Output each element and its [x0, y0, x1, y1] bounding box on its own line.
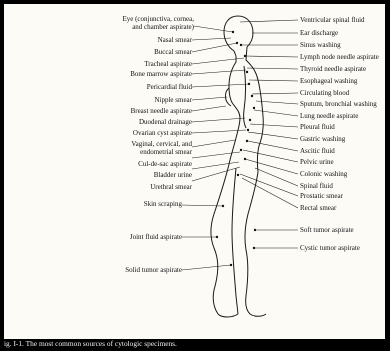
label-solid-tumor-aspirate: Solid tumor aspirate [125, 267, 182, 274]
label-breast-needle-aspirate: Breast needle aspirate [131, 108, 192, 115]
label-prostatic-smear: Prostatic smear [300, 193, 343, 200]
label-lung-needle-aspirate: Lung needle aspirate [300, 113, 358, 120]
label-esophageal-washing: Esophageal washing [300, 78, 357, 85]
label-nipple-smear: Nipple smear [154, 97, 192, 104]
label-spinal-fluid: Spinal fluid [300, 183, 333, 190]
label-ear-discharge: Ear discharge [300, 30, 338, 37]
label-duodenal-drainage: Duodenal drainage [139, 119, 192, 126]
label-nasal-smear: Nasal smear [158, 37, 192, 44]
label-urethral-smear: Urethral smear [150, 184, 192, 191]
label-sputum-bronchial-washing: Sputum, bronchial washing [300, 101, 377, 108]
label-pleural-fluid: Pleural fluid [300, 124, 335, 131]
right-leaders [240, 20, 298, 248]
label-gastric-washing: Gastric washing [300, 136, 345, 143]
label-colonic-washing: Colonic washing [300, 171, 347, 178]
figure-caption: ig. I-1. The most common sources of cyto… [4, 339, 177, 348]
label-soft-tumor-aspirate: Soft tumor aspirate [300, 227, 354, 234]
specimen-sites [216, 31, 256, 266]
label-cul-de-sac-aspirate: Cul-de-sac aspirate [138, 161, 192, 168]
label-sinus-washing: Sinus washing [300, 42, 341, 49]
label-vaginal-line1: Vaginal, cervical, and [131, 141, 192, 148]
label-buccal-smear: Buccal smear [154, 49, 192, 56]
label-rectal-smear: Rectal smear [300, 205, 336, 212]
label-bladder-urine: Bladder urine [154, 172, 192, 179]
label-pericardial-fluid: Pericardial fluid [147, 84, 192, 91]
label-pelvic-urine: Pelvic urine [300, 159, 334, 166]
label-thyroid-needle-aspirate: Thyroid needle aspirate [300, 66, 366, 73]
label-ventricular-spinal-fluid: Ventricular spinal fluid [300, 17, 365, 24]
label-skin-scraping: Skin scraping [144, 201, 182, 208]
label-tracheal-aspirate: Tracheal aspirate [144, 61, 192, 68]
label-vaginal-line2: endometrial smear [140, 149, 192, 156]
label-eye-line1: Eye (conjunctiva, cornea, [122, 16, 194, 23]
label-eye-line2: and chamber aspirate) [132, 24, 194, 31]
label-bone-marrow-aspirate: Bone marrow aspirate [130, 71, 192, 78]
label-cystic-tumor-aspirate: Cystic tumor aspirate [300, 245, 360, 252]
label-joint-fluid-aspirate: Joint fluid aspirate [130, 234, 182, 241]
label-lymph-node-needle-aspirate: Lymph node needle aspirate [300, 54, 379, 61]
label-circulating-blood: Circulating blood [300, 90, 349, 97]
label-ovarian-cyst-aspirate: Ovarian cyst aspirate [133, 130, 192, 137]
label-ascitic-fluid: Ascitic fluid [300, 148, 335, 155]
left-leaders [182, 26, 249, 270]
